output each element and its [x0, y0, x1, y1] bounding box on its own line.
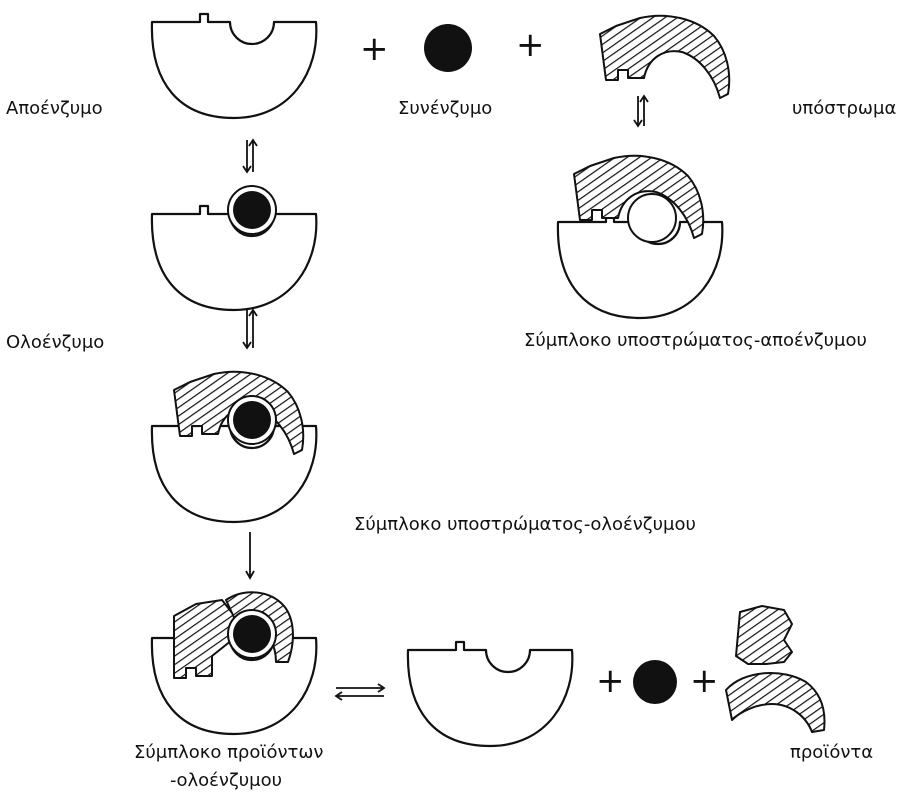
substrate-apoenzyme-complex	[558, 156, 722, 318]
product-holoenzyme-complex-label-line2: -ολοένζυμου	[170, 770, 282, 791]
product-holoenzyme-complex-label-line1: Σύμπλοκο προϊόντων	[134, 742, 323, 763]
coenzyme-disc	[424, 24, 472, 72]
substrate-holoenzyme-complex	[152, 372, 316, 522]
reaction-arrow	[246, 532, 254, 578]
substrate-label: υπόστρωμα	[792, 98, 896, 119]
apoenzyme-label: Αποένζυμο	[6, 98, 103, 119]
product-fragment-upper	[736, 606, 792, 664]
substrate-apoenzyme-complex-label: Σύμπλοκο υποστρώματος-αποένζυμου	[524, 330, 867, 351]
coenzyme-disc	[633, 660, 677, 704]
substrate-holoenzyme-complex-label: Σύμπλοκο υποστρώματος-ολοένζυμου	[354, 514, 696, 535]
coenzyme-label: Συνένζυμο	[398, 98, 492, 119]
substrate-shape	[600, 16, 729, 98]
coenzyme-disc	[233, 191, 271, 229]
plus-sign: +	[690, 661, 719, 701]
equilibrium-arrow	[243, 310, 257, 348]
plus-sign: +	[596, 661, 625, 701]
equilibrium-arrow-horizontal	[336, 684, 384, 700]
holoenzyme-label: Ολοένζυμο	[6, 332, 104, 353]
products-label: προϊόντα	[790, 742, 873, 763]
plus-sign: +	[360, 29, 389, 69]
product-holoenzyme-complex	[152, 592, 316, 734]
equilibrium-arrow	[634, 96, 648, 126]
product-fragment-lower	[726, 673, 824, 732]
equilibrium-arrow	[243, 140, 257, 172]
apoenzyme-shape	[152, 14, 316, 118]
plus-sign: +	[516, 25, 545, 65]
free-apoenzyme-shape	[408, 642, 572, 746]
